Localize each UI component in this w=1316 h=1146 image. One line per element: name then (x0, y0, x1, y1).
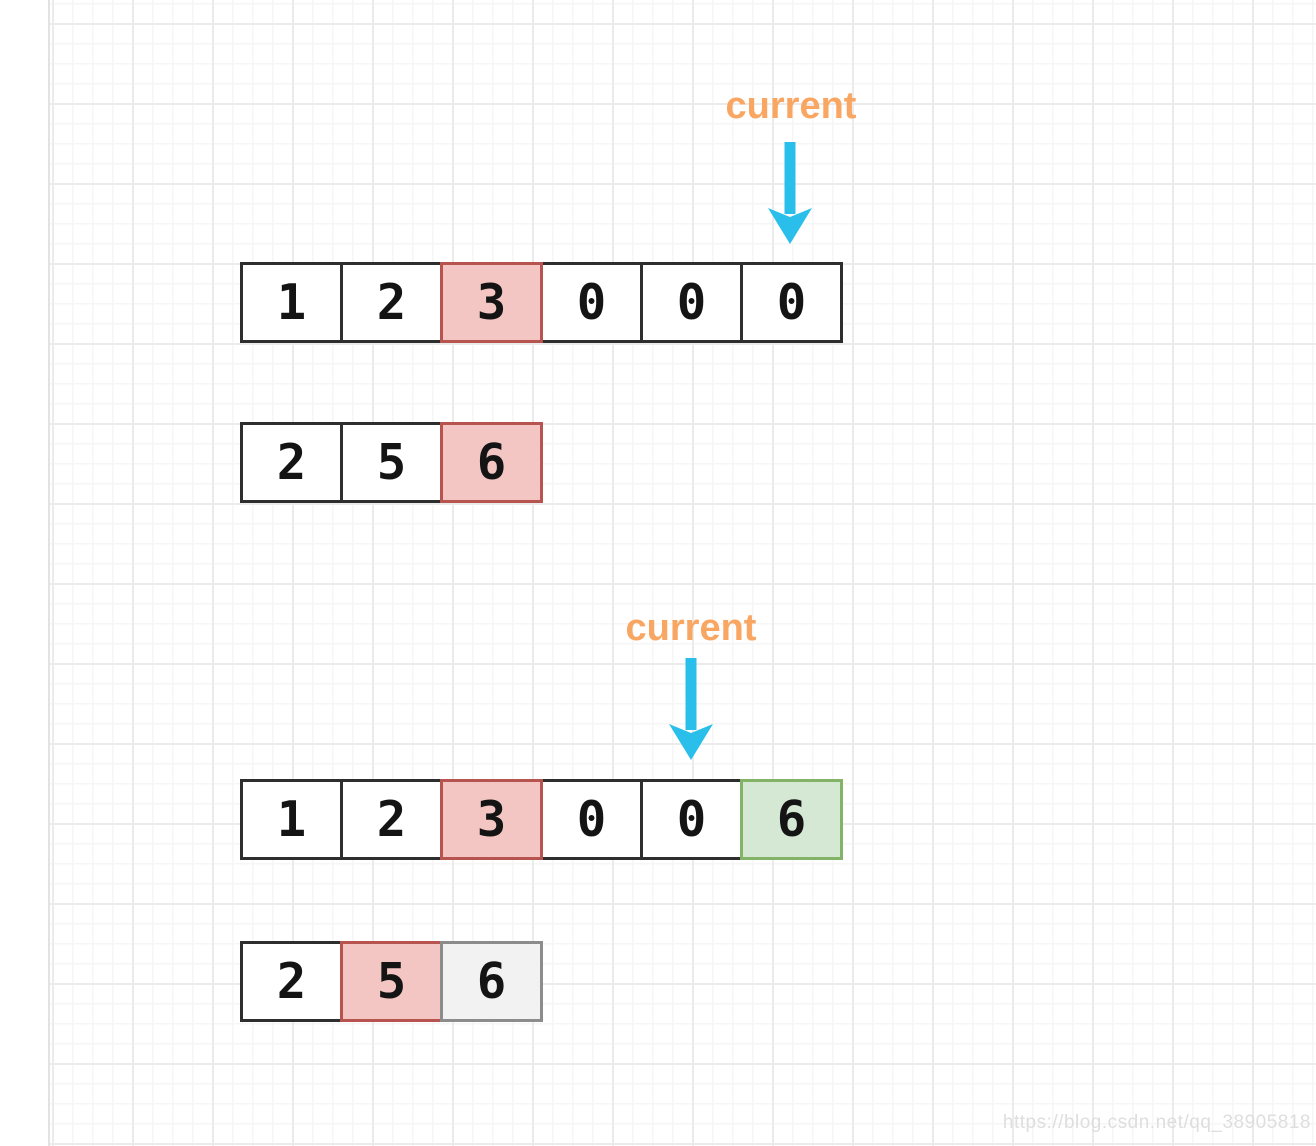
array-cell: 2 (240, 941, 343, 1022)
down-arrow-icon (762, 140, 818, 246)
pointer-label-step2: current (625, 607, 757, 649)
pointer-label-step1: current (725, 85, 857, 127)
array-step2-nums1: 1 2 3 0 0 6 (240, 779, 843, 860)
array-cell-highlight-red: 5 (340, 941, 443, 1022)
array-cell-highlight-gray: 6 (440, 941, 543, 1022)
array-cell-highlight-red: 3 (440, 262, 543, 343)
array-cell: 2 (340, 779, 443, 860)
array-cell: 1 (240, 262, 343, 343)
array-cell-highlight-red: 6 (440, 422, 543, 503)
array-cell: 0 (740, 262, 843, 343)
grid-background (48, 0, 1316, 1146)
array-step2-nums2: 2 5 6 (240, 941, 543, 1022)
array-cell: 0 (640, 779, 743, 860)
array-cell: 1 (240, 779, 343, 860)
array-cell: 2 (240, 422, 343, 503)
array-cell: 5 (340, 422, 443, 503)
array-cell: 0 (540, 779, 643, 860)
array-step1-nums1: 1 2 3 0 0 0 (240, 262, 843, 343)
array-cell: 0 (640, 262, 743, 343)
array-step1-nums2: 2 5 6 (240, 422, 543, 503)
watermark-url: https://blog.csdn.net/qq_38905818 (1002, 1112, 1311, 1133)
array-cell: 0 (540, 262, 643, 343)
array-cell-highlight-green: 6 (740, 779, 843, 860)
down-arrow-icon (663, 656, 719, 762)
array-cell: 2 (340, 262, 443, 343)
array-cell-highlight-red: 3 (440, 779, 543, 860)
